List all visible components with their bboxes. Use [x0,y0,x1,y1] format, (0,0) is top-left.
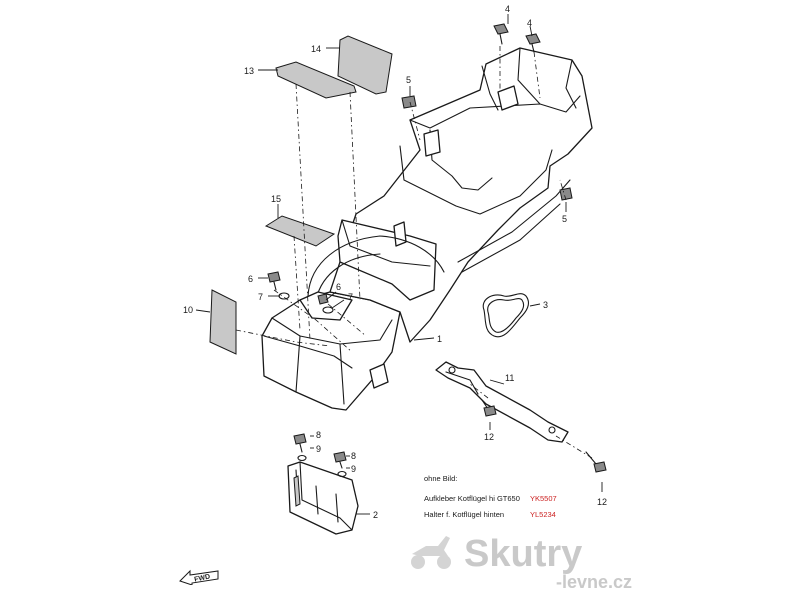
sticker-part-14 [337,35,393,95]
watermark-brand: Skutry [464,533,582,575]
callout-6a: 6 [248,274,253,284]
washer-part-7b [322,306,334,314]
assembly-lines [235,46,593,459]
notes-heading: ohne Bild: [424,474,458,483]
callout-15: 15 [271,194,281,204]
callout-8a: 8 [316,430,321,440]
washer-part-9b [337,470,347,478]
leader-lines [195,14,603,515]
washer-part-7a [278,292,290,300]
fwd-label: FWD [194,573,211,583]
washer-part-9a [297,454,307,462]
bolt-part-6b [317,293,329,305]
callout-2: 2 [373,510,378,520]
note-label: Halter f. Kotflügel hinten [424,510,505,519]
bracket-bar-part-11 [435,361,569,443]
callout-8b: 8 [351,451,356,461]
reflector-part-10 [209,289,237,355]
sticker-part-15 [264,215,336,247]
callout-12b: 12 [597,497,607,507]
callout-4b: 4 [527,18,532,28]
bolt-part-12a [481,399,497,417]
nut-part-5a [401,95,417,109]
nut-part-5b [559,187,573,201]
note-row-1: Aufkleber Kotflügel hi GT650 YK5507 [424,494,624,506]
note-label: Aufkleber Kotflügel hi GT650 [424,494,520,503]
callout-1: 1 [437,334,442,344]
callout-13: 13 [244,66,254,76]
callout-5b: 5 [562,214,567,224]
scooter-icon [411,536,451,569]
bolt-part-12b [585,451,607,473]
callout-12a: 12 [484,432,494,442]
watermark-logo: Skutry -levne.cz [411,533,632,592]
callout-6b: 6 [336,282,341,292]
callout-14: 14 [311,44,321,54]
callout-5a: 5 [406,75,411,85]
watermark-domain: -levne.cz [556,572,632,592]
callout-7a: 7 [258,292,263,302]
callout-7b: 7 [348,292,353,302]
screw-part-8b [333,451,347,469]
note-row-2: Halter f. Kotflügel hinten YL5234 [424,510,624,522]
callout-4a: 4 [505,4,510,14]
callout-11: 11 [505,373,514,383]
callout-9b: 9 [351,464,356,474]
callout-9a: 9 [316,444,321,454]
callout-3: 3 [543,300,548,310]
callout-numbers: 4 4 14 13 5 5 15 6 7 6 7 10 1 3 11 12 12… [183,4,607,520]
note-code: YL5234 [530,510,556,519]
mud-flap-part-2 [287,461,359,535]
callout-10: 10 [183,305,193,315]
bolt-part-6a [267,271,281,291]
rear-fender-part-1 [261,47,593,411]
seal-ring-part-3 [482,293,529,338]
screw-part-8a [293,433,307,453]
bolt-part-4b [525,33,541,53]
note-code: YK5507 [530,494,557,503]
fwd-arrow-icon: FWD [179,569,219,585]
bolt-part-4a [493,23,509,45]
sticker-part-13 [275,61,357,99]
